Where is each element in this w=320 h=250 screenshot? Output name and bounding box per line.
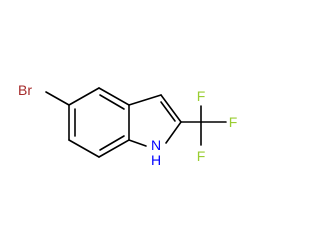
- bond-c3-c2: [160, 94, 182, 123]
- bond-c2-n1: [165, 121, 182, 144]
- benzene-ring: [68, 87, 130, 158]
- atom-nitrogen-label: N: [151, 137, 161, 153]
- atom-fluorine-bottom-label: F: [197, 148, 206, 164]
- molecule-diagram: Br N H F F F: [18, 82, 238, 168]
- atom-fluorine-right-label: F: [229, 114, 238, 130]
- bond-c6-c7: [68, 139, 100, 158]
- atom-bromine-label: Br: [18, 82, 32, 98]
- bond-c3-c2-inner: [160, 101, 176, 122]
- bond-c7-c7a: [98, 139, 130, 158]
- bond-c5-br: [45, 91, 70, 106]
- bond-c4-c5: [68, 87, 100, 106]
- bond-c7-c7a-inner: [99, 135, 125, 151]
- bond-c3a-c3: [128, 94, 162, 106]
- bond-c3a-c4: [98, 87, 130, 106]
- atom-fluorine-top-label: F: [197, 88, 206, 104]
- bond-c3a-c4-inner: [99, 94, 125, 110]
- pyrrole-ring: [128, 94, 182, 147]
- bond-n1-c7a: [128, 139, 147, 147]
- atom-hydrogen-label: H: [151, 152, 161, 168]
